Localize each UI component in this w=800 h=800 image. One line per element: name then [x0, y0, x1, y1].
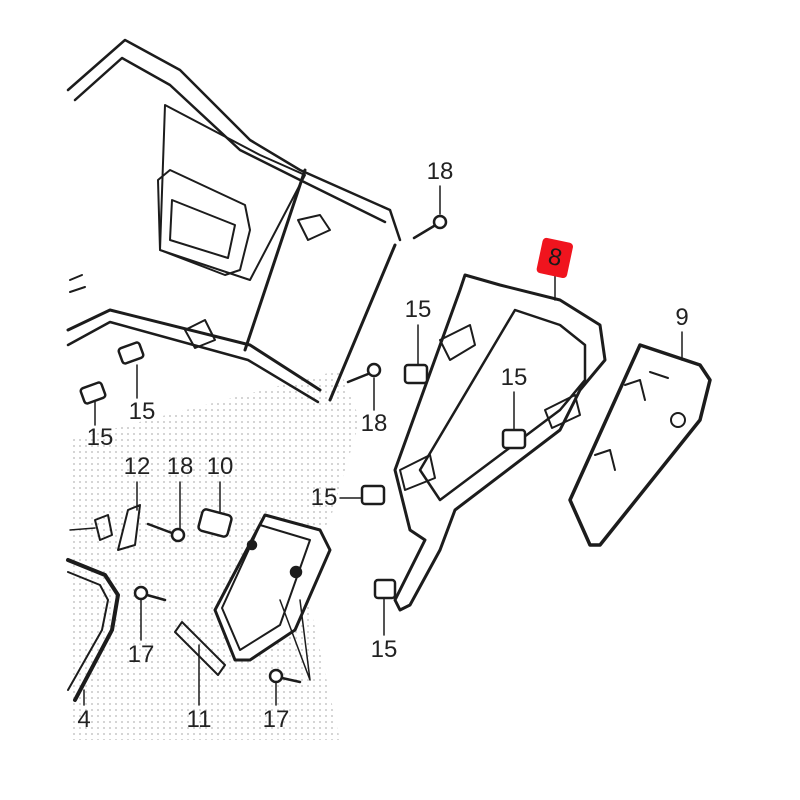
callout-18: 18	[166, 453, 194, 480]
screws-17	[133, 585, 302, 706]
side-panel-part-9	[568, 331, 712, 547]
callout-10: 10	[206, 453, 234, 480]
callout-17: 17	[127, 641, 155, 668]
frame-part-4	[66, 558, 120, 706]
screw-18-top	[412, 185, 448, 240]
callout-12: 12	[123, 453, 151, 480]
small-parts-row	[69, 481, 233, 551]
callout-15: 15	[128, 398, 156, 425]
callout-15: 15	[86, 424, 114, 451]
stipple-region	[70, 370, 360, 740]
screw-18-middle	[346, 362, 382, 411]
inner-panel-part-8	[393, 273, 607, 612]
upper-cover-assembly	[66, 38, 402, 404]
callout-18: 18	[426, 158, 454, 185]
callout-4: 4	[77, 706, 91, 733]
callout-15: 15	[370, 636, 398, 663]
clip-15-left	[79, 341, 145, 426]
callout-11: 11	[186, 706, 212, 733]
callout-17: 17	[262, 706, 290, 733]
callout-9: 9	[675, 304, 689, 331]
callout-15: 15	[310, 484, 338, 511]
callout-15: 15	[500, 364, 528, 391]
clips-15-part-8	[339, 324, 527, 636]
callout-18: 18	[360, 410, 388, 437]
callout-15: 15	[404, 296, 432, 323]
lid-part-11	[174, 513, 332, 706]
